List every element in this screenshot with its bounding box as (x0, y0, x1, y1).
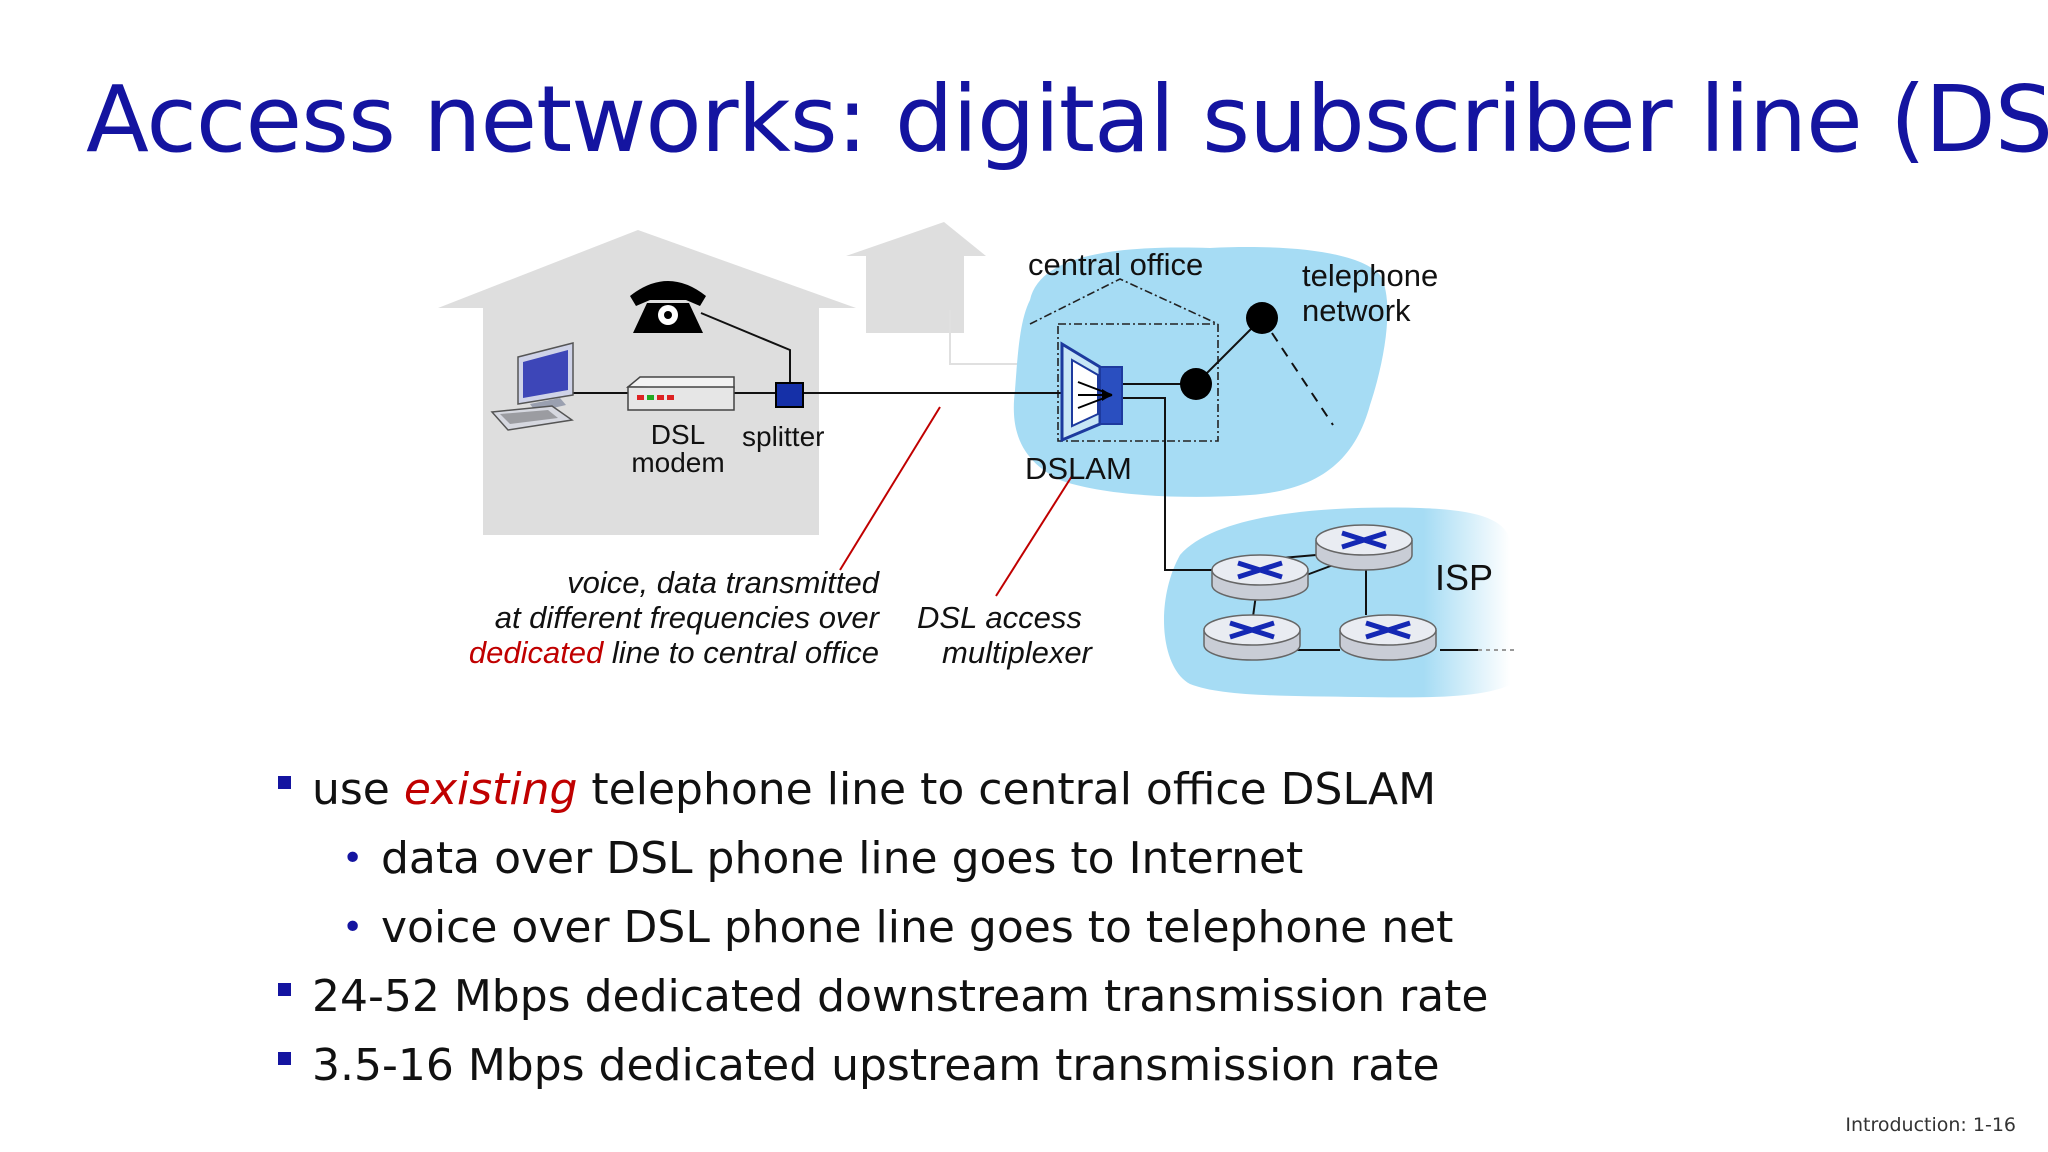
dslam-caption: multiplexer (942, 635, 1094, 670)
slide-title: Access networks: digital subscriber line… (86, 66, 2048, 173)
bullet-item: • data over DSL phone line goes to Inter… (270, 824, 1488, 893)
telephone-network-label: telephone (1302, 258, 1438, 293)
square-bullet-icon (278, 1052, 291, 1065)
bullet-text: data over DSL phone line goes to Interne… (381, 833, 1304, 884)
connection-lines (566, 312, 1516, 651)
line-caption: voice, data transmitted (567, 565, 881, 600)
dsl-modem-label: DSL (651, 419, 705, 450)
bullet-text: use (312, 764, 404, 815)
line-caption-pointer (839, 406, 941, 571)
dslam-caption-pointer (995, 475, 1073, 597)
dslam-label: DSLAM (1025, 451, 1132, 486)
computer-icon (490, 342, 574, 431)
line-caption: dedicated line to central office (469, 635, 879, 670)
telephone-switch-icon (1180, 368, 1212, 400)
isp-label: ISP (1435, 557, 1493, 598)
bullet-item: 3.5-16 Mbps dedicated upstream transmiss… (270, 1031, 1488, 1100)
bullet-text: telephone line to central office DSLAM (577, 764, 1437, 815)
round-bullet-icon: • (342, 907, 364, 948)
central-office-label: central office (1028, 247, 1203, 282)
telephone-switch-icon (1246, 302, 1278, 334)
neighbor-house (846, 222, 986, 333)
telephone-network-label: network (1302, 293, 1411, 328)
router-icon (1211, 554, 1309, 601)
dsl-modem-icon (625, 376, 735, 411)
bullet-list: use existing telephone line to central o… (270, 755, 1488, 1100)
dedicated-highlight: dedicated (469, 635, 605, 670)
bullet-emphasis: existing (403, 764, 578, 815)
square-bullet-icon (278, 983, 291, 996)
dslam-caption: DSL access (917, 600, 1082, 635)
central-office-outline (1029, 278, 1219, 442)
line-caption-rest: line to central office (603, 635, 879, 670)
dsl-modem-label: modem (631, 447, 724, 478)
router-icon (1339, 614, 1437, 661)
round-bullet-icon: • (342, 838, 364, 879)
telephone-icon (630, 281, 706, 333)
bullet-text: voice over DSL phone line goes to teleph… (381, 902, 1454, 953)
bullet-text: 24-52 Mbps dedicated downstream transmis… (312, 971, 1489, 1022)
splitter-label: splitter (742, 421, 824, 452)
slide-footer: Introduction: 1-16 (1845, 1114, 2016, 1136)
square-bullet-icon (278, 776, 291, 789)
router-icon (1315, 524, 1413, 571)
bullet-item: • voice over DSL phone line goes to tele… (270, 893, 1488, 962)
dslam-icon (1060, 341, 1123, 443)
splitter-icon (775, 382, 804, 408)
bullet-item: use existing telephone line to central o… (270, 755, 1488, 824)
router-icon (1203, 614, 1301, 661)
bullet-text: 3.5-16 Mbps dedicated upstream transmiss… (312, 1040, 1440, 1091)
line-caption: at different frequencies over (495, 600, 881, 635)
bullet-item: 24-52 Mbps dedicated downstream transmis… (270, 962, 1488, 1031)
